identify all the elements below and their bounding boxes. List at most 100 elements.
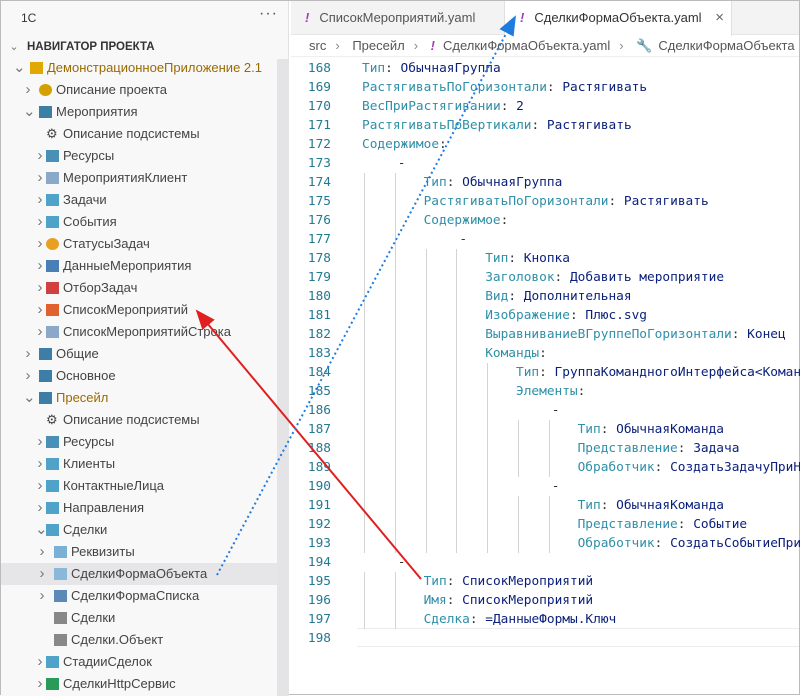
indent-guide (394, 515, 396, 534)
catalog-icon (46, 216, 59, 228)
list-dash: - (551, 403, 560, 418)
chevron-right-icon[interactable]: › (25, 81, 31, 98)
tree-item[interactable]: ›Клиенты (1, 453, 277, 475)
indent-guide (487, 534, 489, 553)
project-navigator: 1C ··· ⌄ НАВИГАТОР ПРОЕКТА ⌄Демонстрацио… (1, 1, 289, 696)
tree-item[interactable]: ›События (1, 211, 277, 233)
chevron-right-icon[interactable]: › (37, 279, 43, 296)
tree-item[interactable]: ›Описание проекта (1, 79, 277, 101)
code-line: Изображение: Плюс.svg (485, 308, 647, 323)
tree-item[interactable]: ›Задачи (1, 189, 277, 211)
indent-guide (394, 173, 396, 192)
tree-item[interactable]: ›Общие (1, 343, 277, 365)
chevron-right-icon[interactable]: › (37, 301, 43, 318)
tree-item-label: СделкиHttpСервис (63, 676, 176, 691)
tab-label: СписокМероприятий.yaml (319, 10, 476, 25)
line-number: 179 (307, 270, 331, 285)
indent-guide (394, 306, 396, 325)
yaml-key: РастягиватьПоГоризонтали (423, 194, 609, 209)
tree-item[interactable]: ⌄ДемонстрационноеПриложение 2.1 (1, 57, 277, 79)
indent-guide (425, 287, 427, 306)
tree-item[interactable]: Сделки (1, 607, 277, 629)
chevron-right-icon[interactable]: › (37, 213, 43, 230)
close-tab-icon[interactable]: × (715, 9, 724, 26)
yaml-value: Задача (693, 441, 740, 456)
line-number: 198 (307, 631, 331, 646)
indent-guide (394, 572, 396, 591)
tree-item[interactable]: ›СписокМероприятийСтрока (1, 321, 277, 343)
chevron-right-icon[interactable]: › (37, 477, 43, 494)
chevron-right-icon[interactable]: › (37, 455, 43, 472)
chevron-right-icon[interactable]: › (37, 653, 43, 670)
code-line: Содержимое: (423, 213, 517, 228)
chevron-right-icon[interactable]: › (37, 191, 43, 208)
tree-item[interactable]: › СделкиHttpСервис (1, 673, 277, 695)
chevron-right-icon[interactable]: › (37, 675, 43, 692)
indent-guide (425, 401, 427, 420)
tree-item[interactable]: ›Направления (1, 497, 277, 519)
tree-item[interactable]: ⚙Описание подсистемы (1, 409, 277, 431)
breadcrumb-file[interactable]: СделкиФормаОбъекта.yaml (443, 38, 611, 53)
chevron-right-icon[interactable]: › (37, 323, 43, 340)
chevron-down-icon[interactable]: ⌄ (23, 103, 36, 120)
line-number: 170 (307, 99, 331, 114)
sidebar-scrollbar[interactable] (277, 59, 289, 696)
tree-item[interactable]: ›ДанныеМероприятия (1, 255, 277, 277)
tree-item[interactable]: ⌄Сделки (1, 519, 277, 541)
indent-guide (518, 439, 519, 458)
tree-item[interactable]: ›Ресурсы (1, 431, 277, 453)
tree-item[interactable]: ›КонтактныеЛица (1, 475, 277, 497)
module-icon (46, 172, 59, 184)
tree-item[interactable]: ›СтадииСделок (1, 651, 277, 673)
chevron-down-icon[interactable]: ⌄ (23, 389, 36, 406)
tree-item[interactable]: ›СделкиФормаОбъекта (1, 563, 277, 585)
chevron-right-icon[interactable]: › (37, 257, 43, 274)
gear-icon (39, 84, 52, 96)
tree-item-label: Описание подсистемы (63, 126, 200, 141)
chevron-right-icon[interactable]: › (37, 169, 43, 186)
chevron-right-icon[interactable]: › (25, 345, 31, 362)
tree-item[interactable]: ›ОтборЗадач (1, 277, 277, 299)
section-header-project-navigator[interactable]: ⌄ НАВИГАТОР ПРОЕКТА (1, 36, 277, 58)
breadcrumb-src[interactable]: src (309, 38, 327, 53)
chevron-right-icon[interactable]: › (39, 587, 45, 604)
chevron-down-icon[interactable]: ⌄ (13, 59, 26, 76)
tree-item[interactable]: ⌄Мероприятия (1, 101, 277, 123)
chevron-down-icon[interactable]: ⌄ (35, 521, 48, 538)
chevron-right-icon[interactable]: › (37, 499, 43, 516)
tree-item[interactable]: ›Основное (1, 365, 277, 387)
indent-guide (425, 306, 427, 325)
tab-sdelki-forma-obekta[interactable]: !СделкиФормаОбъекта.yaml × (504, 1, 732, 36)
tree-item[interactable]: ⌄Пресейл (1, 387, 277, 409)
tab-spisok-meropriyatiy[interactable]: !СписокМероприятий.yaml (291, 1, 491, 35)
tree-item[interactable]: Сделки.Объект (1, 629, 277, 651)
yaml-value: Дополнительная (523, 289, 632, 304)
chevron-right-icon[interactable]: › (39, 543, 45, 560)
tree-item[interactable]: ›Реквизиты (1, 541, 277, 563)
chevron-right-icon[interactable]: › (37, 147, 43, 164)
indent-guide (364, 249, 365, 268)
tree-item[interactable]: ›МероприятияКлиент (1, 167, 277, 189)
indent-guide (456, 458, 458, 477)
code-line: Тип: ОбычнаяКоманда (577, 498, 725, 513)
tree-item[interactable]: ⚙Описание подсистемы (1, 123, 277, 145)
code-line: Тип: ОбычнаяГруппа (423, 175, 563, 190)
chevron-right-icon[interactable]: › (37, 433, 43, 450)
breadcrumb-symbol[interactable]: СделкиФормаОбъекта (658, 38, 795, 53)
catalog-icon (46, 194, 59, 206)
code-line: - (552, 477, 560, 496)
catalog-icon (46, 524, 59, 536)
indent-guide (425, 268, 427, 287)
tree-item[interactable]: ›Ресурсы (1, 145, 277, 167)
tree-item[interactable]: ›СтатусыЗадач (1, 233, 277, 255)
yaml-key: ВыравниваниеВГруппеПоГоризонтали (485, 327, 732, 342)
chevron-right-icon[interactable]: › (37, 235, 43, 252)
breadcrumb-folder[interactable]: Пресейл (352, 38, 405, 53)
more-actions-button[interactable]: ··· (259, 5, 278, 22)
chevron-right-icon[interactable]: › (25, 367, 31, 384)
chevron-right-icon[interactable]: › (39, 565, 45, 582)
tree-item[interactable]: ›СделкиФормаСписка (1, 585, 277, 607)
tree-item[interactable]: ›СписокМероприятий (1, 299, 277, 321)
document-icon (54, 612, 67, 624)
